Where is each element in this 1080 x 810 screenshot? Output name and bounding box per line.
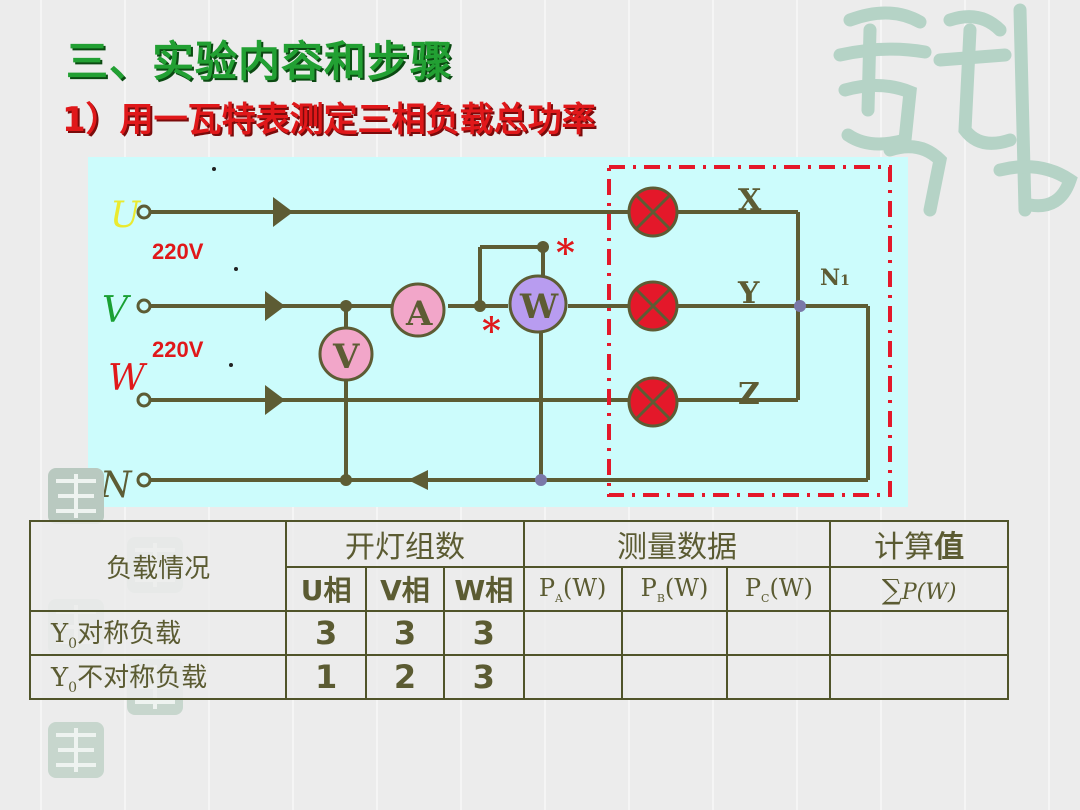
cell-pb <box>620 654 729 700</box>
junction-dot <box>340 300 352 312</box>
neutral-point-dot <box>794 300 806 312</box>
voltage-vw-label: 220V <box>152 337 204 362</box>
wattmeter-icon <box>508 274 568 334</box>
terminal-u <box>136 204 152 220</box>
header-w-phase: W相 <box>442 566 525 612</box>
header-sum-power: ∑P(W) <box>829 566 1009 612</box>
slide-heading: 三、实验内容和步骤 <box>66 37 454 86</box>
decorative-seal-logo <box>833 3 1078 217</box>
neutral-label: N <box>99 465 133 506</box>
lamp-icon <box>627 186 679 238</box>
cell-pa <box>522 610 623 656</box>
cell-sum <box>829 654 1009 700</box>
phase-w-label: W <box>108 358 148 399</box>
diagram-background <box>88 157 908 507</box>
arrow-n <box>408 470 428 490</box>
cell-u: 1 <box>285 654 368 700</box>
header-measured: 测量数据 <box>522 520 832 568</box>
measurement-table: 负载情况 开灯组数 测量数据 计算值 U相 V相 W相 PA(W) PB(W) … <box>28 520 1009 700</box>
terminal-w <box>136 392 152 408</box>
junction-dot <box>340 474 352 486</box>
cell-pc <box>726 610 832 656</box>
junction-dot <box>474 300 486 312</box>
cell-w: 3 <box>442 654 525 700</box>
row-label: Y0对称负载 <box>28 610 288 656</box>
ammeter-icon <box>390 282 446 338</box>
cell-w: 3 <box>442 610 525 656</box>
cell-pa <box>522 654 623 700</box>
cell-pc <box>726 654 832 700</box>
row-label: Y0不对称负载 <box>28 654 288 700</box>
load-box <box>607 165 892 497</box>
load-y-label: Y <box>737 276 760 311</box>
voltage-uv-label: 220V <box>152 239 204 264</box>
header-pc: PC(W) <box>726 566 832 612</box>
header-lamp-groups: 开灯组数 <box>285 520 525 568</box>
header-u-phase: U相 <box>285 566 368 612</box>
lamp-icon <box>627 280 679 332</box>
header-load: 负载情况 <box>28 520 288 612</box>
polarity-mark-2: * <box>482 310 501 352</box>
arrow-w <box>265 385 285 415</box>
header-calculated: 计算值 <box>829 520 1009 568</box>
wattmeter-label: W <box>519 287 559 327</box>
cell-sum <box>829 610 1009 656</box>
load-x-label: X <box>738 183 762 218</box>
voltmeter-icon <box>318 326 374 382</box>
neutral-point-label: N1 <box>820 265 850 291</box>
cell-pb <box>620 610 729 656</box>
dot-mark <box>229 363 233 367</box>
decorative-seal-small <box>48 722 104 778</box>
phase-u-label: U <box>110 195 142 236</box>
cell-u: 3 <box>285 610 368 656</box>
load-z-label: Z <box>738 377 760 412</box>
phase-v-label: V <box>102 290 132 331</box>
dot-mark <box>212 167 216 171</box>
cell-v: 2 <box>365 654 445 700</box>
arrow-u <box>273 197 293 227</box>
voltmeter-label: V <box>332 337 360 377</box>
dot-mark <box>234 267 238 271</box>
header-pa: PA(W) <box>522 566 623 612</box>
ammeter-label: A <box>405 294 433 334</box>
decorative-seal-small <box>48 468 104 524</box>
junction-dot <box>535 474 547 486</box>
header-v-phase: V相 <box>365 566 445 612</box>
header-pb: PB(W) <box>620 566 729 612</box>
terminal-n <box>136 472 152 488</box>
circuit-diagram: U V W N 220V 220V A W V * * X Y Z N1 <box>88 157 908 507</box>
table-row: Y0不对称负载 1 2 3 <box>28 654 1009 700</box>
junction-dot <box>537 241 549 253</box>
lamp-icon <box>627 376 679 428</box>
polarity-mark-1: * <box>556 232 575 274</box>
terminal-v <box>136 298 152 314</box>
slide-subheading: 1）用一瓦特表测定三相负载总功率 <box>62 100 596 140</box>
table-row: Y0对称负载 3 3 3 <box>28 610 1009 656</box>
cell-v: 3 <box>365 610 445 656</box>
arrow-v <box>265 291 285 321</box>
